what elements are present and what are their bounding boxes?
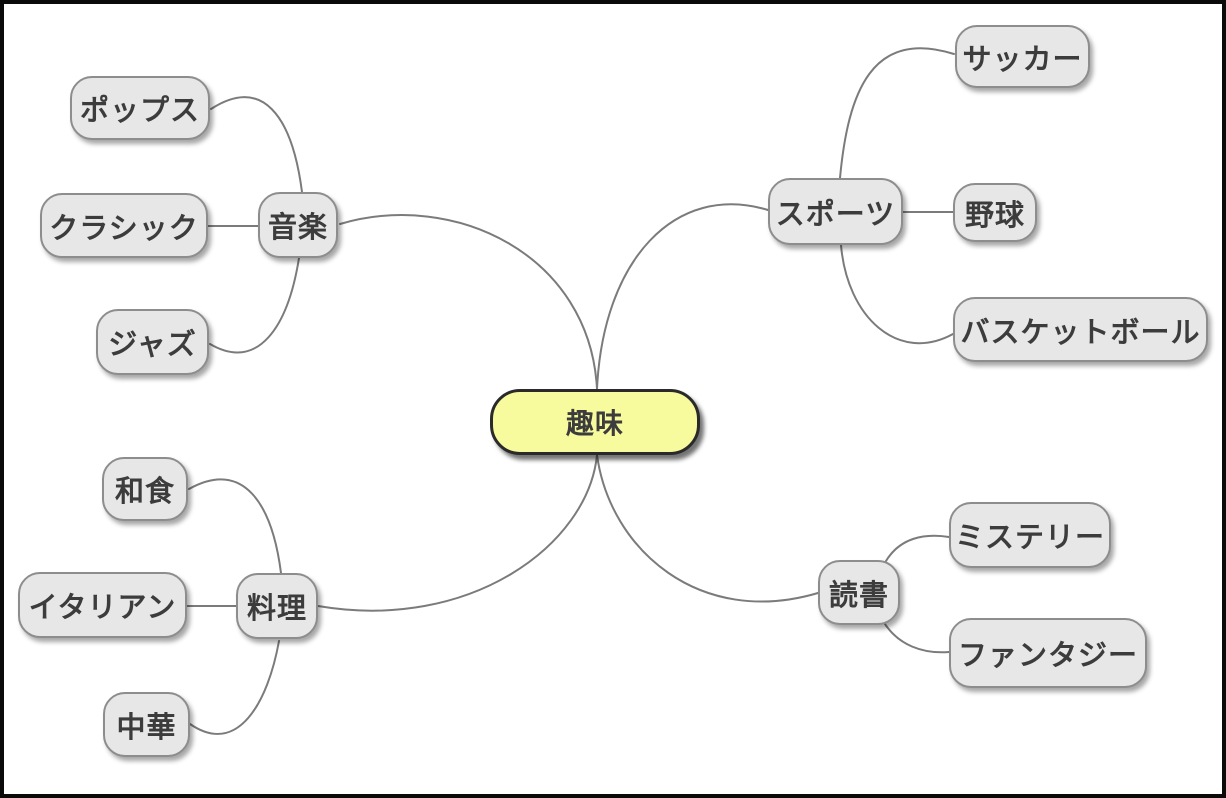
node-leaf-soccer[interactable]: サッカー bbox=[955, 25, 1090, 88]
node-leaf-pops-label: ポップス bbox=[79, 95, 200, 127]
node-leaf-jazz-label: ジャズ bbox=[108, 329, 197, 361]
connector-sports-basketball bbox=[840, 244, 954, 345]
node-leaf-baseball[interactable]: 野球 bbox=[953, 183, 1037, 242]
node-root-hobby-label: 趣味 bbox=[565, 408, 624, 439]
connector-music-jazz bbox=[209, 257, 300, 354]
connector-reading-fantasy bbox=[882, 620, 950, 654]
connector-root-sports bbox=[596, 203, 769, 390]
connector-root-reading bbox=[596, 454, 819, 603]
connector-cooking-washoku bbox=[188, 478, 282, 574]
node-leaf-japanese-food[interactable]: 和食 bbox=[102, 457, 188, 521]
node-leaf-basketball[interactable]: バスケットボール bbox=[953, 297, 1208, 362]
node-leaf-classic-label: クラシック bbox=[49, 212, 199, 245]
node-branch-cooking[interactable]: 料理 bbox=[236, 573, 318, 639]
node-branch-music[interactable]: 音楽 bbox=[258, 192, 338, 258]
node-branch-reading-label: 読書 bbox=[828, 579, 889, 612]
connector-music-pops bbox=[210, 96, 303, 193]
node-branch-cooking-label: 料理 bbox=[246, 593, 307, 625]
node-leaf-japanese-food-label: 和食 bbox=[114, 476, 175, 508]
connector-root-cooking bbox=[317, 454, 598, 612]
node-branch-music-label: 音楽 bbox=[267, 212, 328, 244]
node-leaf-jazz[interactable]: ジャズ bbox=[96, 309, 209, 375]
node-leaf-soccer-label: サッカー bbox=[962, 43, 1083, 76]
node-leaf-italian[interactable]: イタリアン bbox=[18, 572, 187, 638]
node-leaf-basketball-label: バスケットボール bbox=[960, 316, 1201, 349]
connector-cooking-chuka bbox=[189, 640, 280, 735]
node-leaf-baseball-label: 野球 bbox=[964, 199, 1025, 232]
connector-root-music bbox=[339, 214, 598, 390]
node-branch-sports[interactable]: スポーツ bbox=[768, 178, 903, 245]
node-branch-reading[interactable]: 読書 bbox=[818, 560, 900, 625]
node-leaf-mystery-label: ミステリー bbox=[954, 522, 1105, 554]
node-leaf-italian-label: イタリアン bbox=[28, 592, 177, 624]
node-leaf-chinese-food[interactable]: 中華 bbox=[103, 692, 190, 757]
node-leaf-pops[interactable]: ポップス bbox=[70, 76, 210, 140]
connector-sports-soccer bbox=[839, 47, 955, 179]
node-leaf-mystery[interactable]: ミステリー bbox=[949, 502, 1111, 568]
node-branch-sports-label: スポーツ bbox=[775, 198, 896, 231]
node-leaf-fantasy[interactable]: ファンタジー bbox=[949, 618, 1147, 688]
node-leaf-classic[interactable]: クラシック bbox=[40, 193, 208, 258]
node-leaf-chinese-food-label: 中華 bbox=[116, 711, 177, 744]
node-root-hobby[interactable]: 趣味 bbox=[490, 389, 700, 455]
connector-reading-mystery bbox=[885, 534, 950, 562]
node-leaf-fantasy-label: ファンタジー bbox=[957, 640, 1138, 672]
